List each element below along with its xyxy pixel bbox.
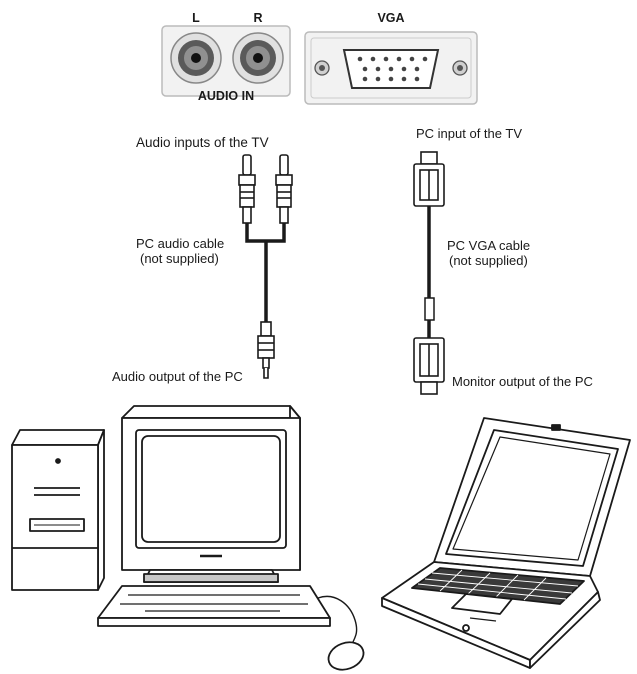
rca-plug-left bbox=[238, 154, 256, 224]
audio-cable-label-1: PC audio cable bbox=[136, 236, 224, 251]
audio-inputs-label: Audio inputs of the TV bbox=[136, 135, 269, 150]
crt-monitor bbox=[121, 405, 301, 583]
laptop-touchpad bbox=[451, 593, 513, 615]
vga-plug-tv bbox=[413, 151, 445, 207]
laptop-computer bbox=[381, 417, 631, 669]
audio-right-jack bbox=[232, 32, 284, 84]
vga-panel: VGA bbox=[304, 11, 478, 105]
monitor-output-label: Monitor output of the PC bbox=[452, 374, 593, 389]
laptop-base bbox=[381, 561, 601, 669]
pc-input-label: PC input of the TV bbox=[416, 126, 522, 141]
pc-tower bbox=[11, 429, 105, 591]
audio-cable bbox=[238, 154, 293, 379]
desktop-computer bbox=[11, 405, 365, 671]
audio-left-label: L bbox=[192, 11, 200, 25]
audio-left-jack bbox=[170, 32, 222, 84]
pc-keyboard bbox=[97, 585, 331, 627]
pc-mouse bbox=[317, 595, 365, 671]
vga-cable-label-2: (not supplied) bbox=[449, 253, 528, 268]
vga-plug-pc bbox=[413, 337, 445, 395]
laptop-lid bbox=[433, 417, 631, 577]
rca-plug-right bbox=[275, 154, 293, 224]
audio-cable-label-2: (not supplied) bbox=[140, 251, 219, 266]
audio-output-label: Audio output of the PC bbox=[112, 369, 243, 384]
vga-screw-right bbox=[452, 60, 468, 76]
tv-rear-panel: L R AUDIO IN VGA bbox=[161, 11, 478, 105]
audio-plug-pc bbox=[257, 321, 275, 379]
audio-right-label: R bbox=[253, 11, 262, 25]
vga-cable-label-1: PC VGA cable bbox=[447, 238, 530, 253]
vga-port bbox=[342, 49, 440, 89]
audio-in-panel: L R AUDIO IN bbox=[161, 11, 291, 103]
vga-screw-left bbox=[314, 60, 330, 76]
vga-cable bbox=[413, 151, 445, 395]
vga-label: VGA bbox=[377, 11, 404, 25]
audio-in-label: AUDIO IN bbox=[198, 89, 254, 103]
